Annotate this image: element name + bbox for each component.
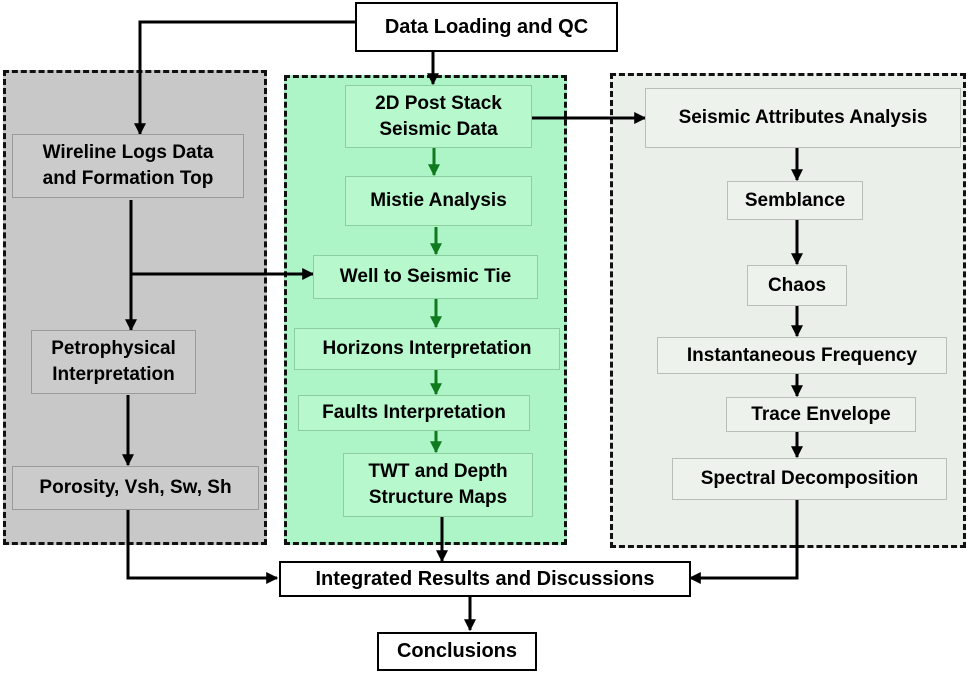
conclusions-box: Conclusions — [377, 632, 537, 671]
arrow-spectral-to-integrated — [688, 500, 799, 584]
semblance-box: Semblance — [727, 181, 863, 220]
data-loading-qc-label: Data Loading and QC — [384, 15, 589, 38]
trace-envelope-label: Trace Envelope — [751, 403, 891, 425]
spectral-decomposition-label: Spectral Decomposition — [700, 468, 919, 490]
horizons-box: Horizons Interpretation — [294, 328, 560, 370]
well-seismic-tie-label: Well to Seismic Tie — [339, 266, 512, 288]
faults-label: Faults Interpretation — [322, 402, 506, 424]
porosity-label: Porosity, Vsh, Sw, Sh — [39, 477, 232, 499]
post-stack-seismic-label: 2D Post Stack Seismic Data — [375, 92, 502, 140]
porosity-box: Porosity, Vsh, Sw, Sh — [12, 466, 259, 510]
instantaneous-frequency-box: Instantaneous Frequency — [657, 337, 947, 374]
twt-depth-box: TWT and Depth Structure Maps — [343, 453, 533, 517]
spectral-decomposition-box: Spectral Decomposition — [672, 458, 947, 500]
integrated-results-box: Integrated Results and Discussions — [279, 561, 691, 597]
seismic-attributes-box: Seismic Attributes Analysis — [645, 88, 961, 148]
chaos-label: Chaos — [767, 274, 827, 296]
wireline-logs-box: Wireline Logs Data and Formation Top — [12, 134, 244, 198]
data-loading-qc-box: Data Loading and QC — [355, 2, 618, 52]
mistie-analysis-label: Mistie Analysis — [370, 190, 507, 212]
twt-depth-label: TWT and Depth Structure Maps — [368, 461, 508, 508]
arrow-porosity-to-integrated — [126, 510, 279, 584]
integrated-results-label: Integrated Results and Discussions — [315, 567, 655, 590]
instantaneous-frequency-label: Instantaneous Frequency — [686, 344, 918, 366]
semblance-label: Semblance — [744, 189, 846, 211]
faults-box: Faults Interpretation — [298, 395, 530, 431]
arrow-qc-to-wireline — [134, 20, 355, 136]
conclusions-label: Conclusions — [396, 640, 517, 662]
trace-envelope-box: Trace Envelope — [726, 397, 916, 432]
petrophysical-box: Petrophysical Interpretation — [31, 330, 196, 394]
wireline-logs-label: Wireline Logs Data and Formation Top — [42, 142, 214, 189]
post-stack-seismic-box: 2D Post Stack Seismic Data — [345, 85, 532, 148]
chaos-box: Chaos — [747, 265, 847, 306]
well-seismic-tie-box: Well to Seismic Tie — [313, 255, 538, 299]
horizons-label: Horizons Interpretation — [322, 338, 532, 360]
seismic-attributes-label: Seismic Attributes Analysis — [678, 107, 928, 129]
mistie-analysis-box: Mistie Analysis — [345, 176, 532, 226]
petrophysical-label: Petrophysical Interpretation — [51, 338, 176, 385]
